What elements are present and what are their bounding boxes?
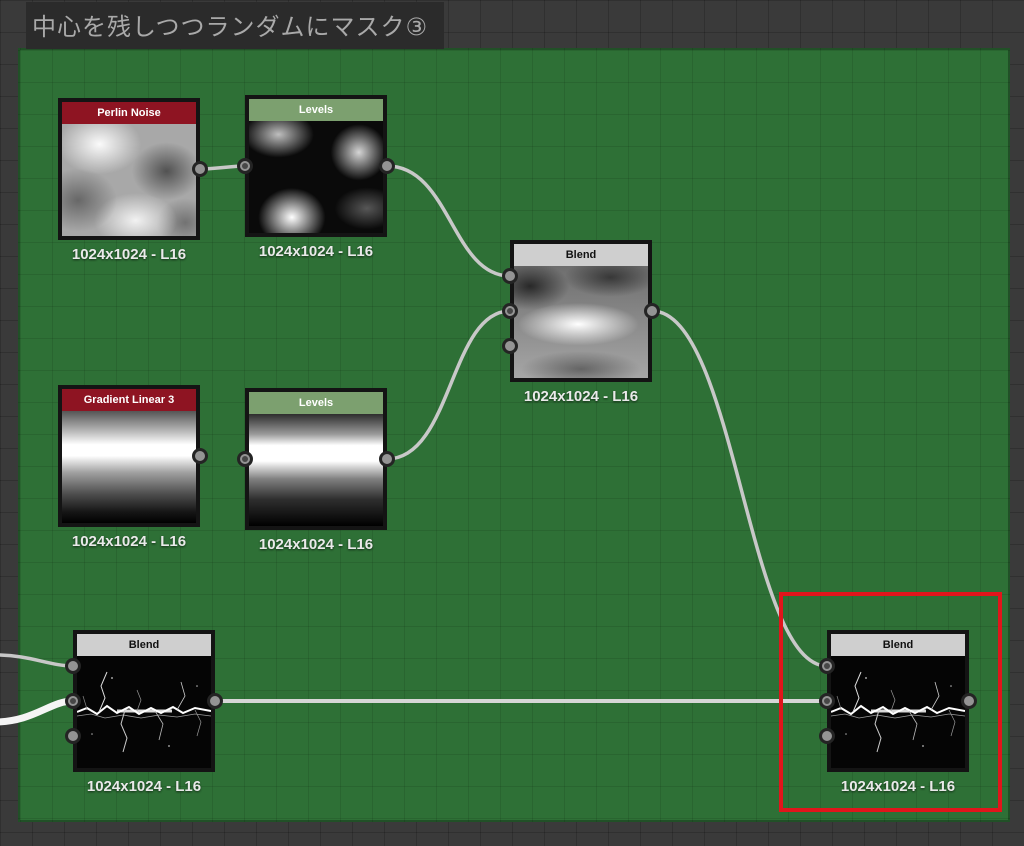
- input-connector-background[interactable]: [65, 693, 81, 709]
- node-thumbnail: [62, 411, 196, 523]
- node-title: Levels: [298, 397, 334, 409]
- node-header: Levels: [249, 99, 383, 121]
- node-header: Blend: [831, 634, 965, 656]
- node-gradient-linear-3[interactable]: Gradient Linear 3 1024x1024 - L16: [58, 385, 208, 550]
- output-connector[interactable]: [379, 451, 395, 467]
- node-thumbnail: [831, 656, 965, 768]
- node-header: Levels: [249, 392, 383, 414]
- output-connector[interactable]: [961, 693, 977, 709]
- output-connector[interactable]: [379, 158, 395, 174]
- node-title: Perlin Noise: [97, 107, 161, 119]
- node-resolution-label: 1024x1024 - L16: [258, 536, 374, 553]
- node-title: Blend: [882, 639, 914, 651]
- node-blend-center[interactable]: Blend 1024x1024 - L16: [502, 240, 660, 405]
- node-resolution-label: 1024x1024 - L16: [71, 533, 187, 550]
- input-connector-background[interactable]: [819, 693, 835, 709]
- node-header: Blend: [514, 244, 648, 266]
- node-title: Blend: [128, 639, 160, 651]
- node-perlin-noise[interactable]: Perlin Noise 1024x1024 - L16: [58, 98, 208, 263]
- node-blend-bottom-right[interactable]: Blend 1024x1024 - L16: [819, 630, 977, 795]
- node-thumbnail: [249, 121, 383, 233]
- node-levels-bottom[interactable]: Levels 1024x1024 - L16: [237, 388, 395, 553]
- node-resolution-label: 1024x1024 - L16: [840, 778, 956, 795]
- input-connector-foreground[interactable]: [65, 658, 81, 674]
- node-header: Perlin Noise: [62, 102, 196, 124]
- node-blend-bottom-left[interactable]: Blend 1024x1024 - L16: [65, 630, 223, 795]
- node-thumbnail: [514, 266, 648, 378]
- node-resolution-label: 1024x1024 - L16: [258, 243, 374, 260]
- input-connector-opacity[interactable]: [819, 728, 835, 744]
- node-title: Blend: [565, 249, 597, 261]
- output-connector[interactable]: [192, 161, 208, 177]
- node-title: Levels: [298, 104, 334, 116]
- input-connector[interactable]: [237, 158, 253, 174]
- input-connector-foreground[interactable]: [502, 268, 518, 284]
- output-connector[interactable]: [192, 448, 208, 464]
- output-connector[interactable]: [207, 693, 223, 709]
- input-connector-opacity[interactable]: [65, 728, 81, 744]
- node-thumbnail: [62, 124, 196, 236]
- output-connector[interactable]: [644, 303, 660, 319]
- node-resolution-label: 1024x1024 - L16: [86, 778, 202, 795]
- node-resolution-label: 1024x1024 - L16: [523, 388, 639, 405]
- node-resolution-label: 1024x1024 - L16: [71, 246, 187, 263]
- input-connector-background[interactable]: [502, 303, 518, 319]
- input-connector-opacity[interactable]: [502, 338, 518, 354]
- node-thumbnail: [77, 656, 211, 768]
- node-title: Gradient Linear 3: [83, 394, 175, 406]
- input-connector-foreground[interactable]: [819, 658, 835, 674]
- node-levels-top[interactable]: Levels 1024x1024 - L16: [237, 95, 395, 260]
- node-header: Gradient Linear 3: [62, 389, 196, 411]
- node-thumbnail: [249, 414, 383, 526]
- frame-title[interactable]: 中心を残しつつランダムにマスク③: [26, 2, 445, 49]
- input-connector[interactable]: [237, 451, 253, 467]
- node-header: Blend: [77, 634, 211, 656]
